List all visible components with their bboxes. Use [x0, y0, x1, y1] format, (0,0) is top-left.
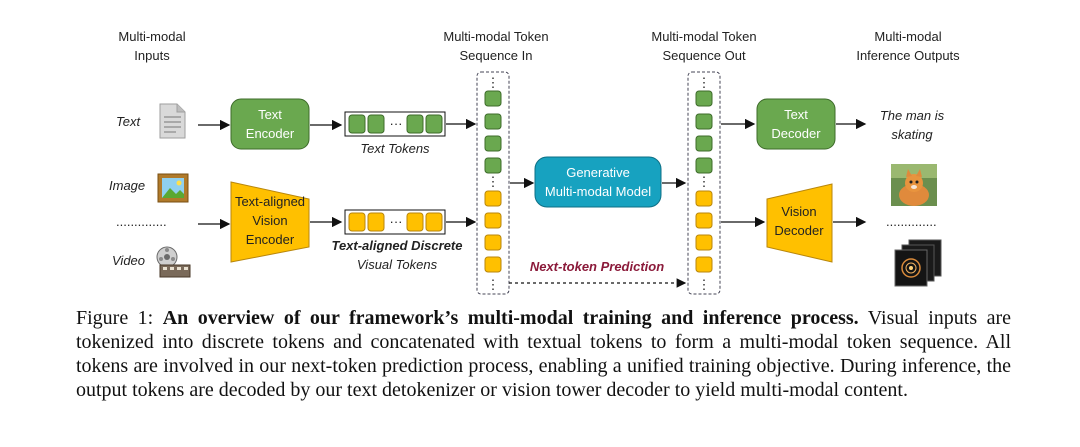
header-seq-in-line2: Sequence In [459, 48, 532, 63]
header-seq-out-line2: Sequence Out [662, 48, 746, 63]
next-token-prediction-label: Next-token Prediction [530, 259, 664, 274]
header-inputs-line2: Inputs [134, 48, 170, 63]
seq-out-text-token [695, 157, 713, 174]
seq-in-visual-token [484, 190, 502, 207]
header-seq-out-line1: Multi-modal Token [651, 29, 756, 44]
video-frames-icon [894, 239, 942, 287]
text-token [425, 114, 443, 134]
text-encoder-line1: Text [258, 107, 282, 122]
token-sequence-out: ⋮ ⋮ ⋮ [687, 71, 721, 295]
seq-in-bottom-ellipsis: ⋮ [487, 277, 500, 292]
vision-decoder-box: Vision Decoder [766, 183, 833, 263]
vision-encoder-box: Text-aligned Vision Encoder [230, 181, 310, 263]
header-outputs-line1: Multi-modal [874, 29, 941, 44]
framed-picture-icon [157, 173, 189, 203]
kitten-photo-icon [891, 164, 937, 206]
output-text-line2: skating [891, 127, 933, 142]
seq-in-top-ellipsis: ⋮ [487, 75, 500, 90]
seq-out-bottom-ellipsis: ⋮ [698, 277, 711, 292]
text-encoder-line2: Encoder [246, 126, 295, 141]
seq-out-text-token [695, 90, 713, 107]
input-text-label: Text [116, 114, 141, 129]
header-outputs-line2: Inference Outputs [856, 48, 960, 63]
vision-encoder-line3: Encoder [246, 232, 295, 247]
seq-in-text-token [484, 135, 502, 152]
vision-encoder-line1: Text-aligned [235, 194, 305, 209]
seq-out-mid-ellipsis: ⋮ [698, 174, 711, 189]
visual-token [425, 212, 443, 232]
visual-token [367, 212, 385, 232]
visual-tokens-label-line2: Visual Tokens [357, 257, 438, 272]
caption-label: Figure 1: [76, 307, 154, 329]
seq-in-text-token [484, 157, 502, 174]
seq-in-visual-token [484, 256, 502, 273]
output-dots: .............. [886, 214, 937, 229]
input-dots: .............. [116, 214, 167, 229]
header-inputs-line1: Multi-modal [118, 29, 185, 44]
document-icon [159, 103, 186, 139]
seq-out-top-ellipsis: ⋮ [698, 75, 711, 90]
text-decoder-line2: Decoder [771, 126, 821, 141]
vision-encoder-line2: Vision [252, 213, 287, 228]
seq-in-text-token [484, 90, 502, 107]
text-token [406, 114, 424, 134]
framework-figure: Multi-modal Inputs Multi-modal Token Seq… [109, 29, 960, 295]
caption-body: Visual inputs are tokenized into discret… [76, 307, 1012, 401]
film-reel-icon [156, 246, 191, 278]
input-video-label: Video [112, 253, 145, 268]
text-encoder-box: Text Encoder [230, 98, 310, 150]
visual-token-ellipsis: ··· [390, 214, 403, 229]
text-decoder-box: Text Decoder [756, 98, 836, 150]
text-decoder-line1: Text [784, 107, 808, 122]
seq-in-mid-ellipsis: ⋮ [487, 174, 500, 189]
model-line1: Generative [566, 165, 630, 180]
text-token [348, 114, 366, 134]
model-line2: Multi-modal Model [545, 184, 651, 199]
vision-decoder-line2: Decoder [774, 223, 824, 238]
seq-in-visual-token [484, 212, 502, 229]
seq-out-text-token [695, 113, 713, 130]
seq-out-visual-token [695, 256, 713, 273]
seq-out-text-token [695, 135, 713, 152]
header-seq-in-line1: Multi-modal Token [443, 29, 548, 44]
text-token-ellipsis: ··· [390, 116, 403, 131]
generative-model-box: Generative Multi-modal Model [534, 156, 662, 208]
visual-token [406, 212, 424, 232]
visual-token [348, 212, 366, 232]
figure-caption: Figure 1: An overview of our framework’s… [76, 306, 1011, 402]
output-text-line1: The man is [880, 108, 945, 123]
visual-token-strip: ··· [344, 209, 446, 235]
seq-in-visual-token [484, 234, 502, 251]
seq-in-text-token [484, 113, 502, 130]
text-token-strip: ··· [344, 111, 446, 137]
seq-out-visual-token [695, 212, 713, 229]
input-image-label: Image [109, 178, 145, 193]
caption-bold-title: An overview of our framework’s multi-mod… [162, 307, 859, 329]
visual-tokens-label-line1: Text-aligned Discrete [331, 238, 462, 253]
vision-decoder-line1: Vision [781, 204, 816, 219]
text-token [367, 114, 385, 134]
token-sequence-in: ⋮ ⋮ ⋮ [476, 71, 510, 295]
seq-out-visual-token [695, 190, 713, 207]
seq-out-visual-token [695, 234, 713, 251]
text-tokens-label: Text Tokens [360, 141, 430, 156]
